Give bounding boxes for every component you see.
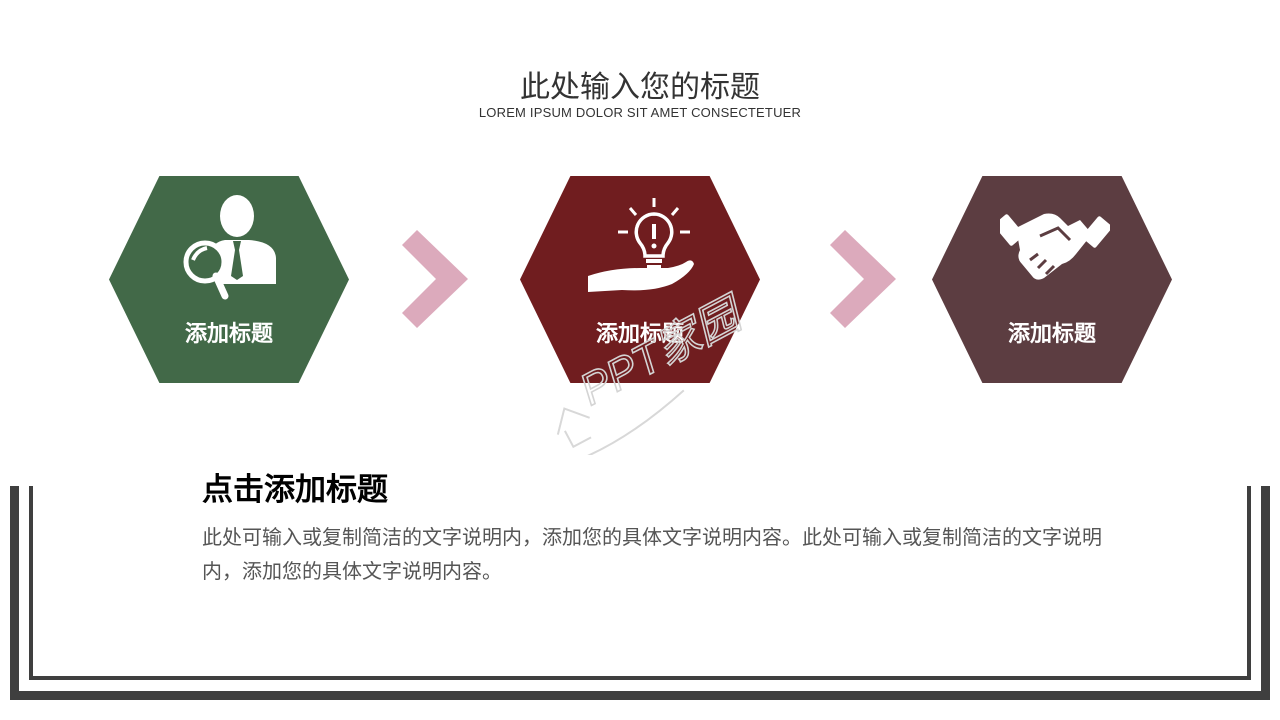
svg-text:PPT家园: PPT家园 — [572, 287, 754, 415]
lightbulb-hand-icon — [588, 198, 694, 292]
chevron-right-icon — [402, 230, 468, 328]
frame-inner-right — [1247, 486, 1251, 680]
step-label-2: 添加标题 — [595, 322, 684, 347]
section-title: 点击添加标题 — [202, 472, 388, 508]
watermark-logo: PPT家园 — [556, 287, 754, 455]
handshake-icon — [1000, 213, 1110, 280]
frame-outer-bottom — [10, 691, 1270, 700]
person-magnifier-icon — [183, 195, 276, 300]
frame-inner-left — [29, 486, 33, 680]
section-body: 此处可输入或复制简洁的文字说明内，添加您的具体文字说明内容。此处可输入或复制简洁… — [202, 525, 1102, 583]
step-hexagon-3: 添加标题 — [932, 176, 1172, 383]
frame-outer-left — [10, 486, 19, 700]
step-hexagon-1: 添加标题 — [109, 176, 349, 383]
step-label-3: 添加标题 — [1007, 322, 1096, 347]
step-label-1: 添加标题 — [184, 322, 273, 347]
frame-inner-bottom — [29, 676, 1251, 680]
chevron-right-icon — [830, 230, 896, 328]
step-hexagon-2: 添加标题 — [520, 176, 760, 383]
page-subtitle: LOREM IPSUM DOLOR SIT AMET CONSECTETUER — [478, 105, 802, 120]
frame-outer-right — [1261, 486, 1270, 700]
page-title: 此处输入您的标题 — [520, 70, 760, 105]
